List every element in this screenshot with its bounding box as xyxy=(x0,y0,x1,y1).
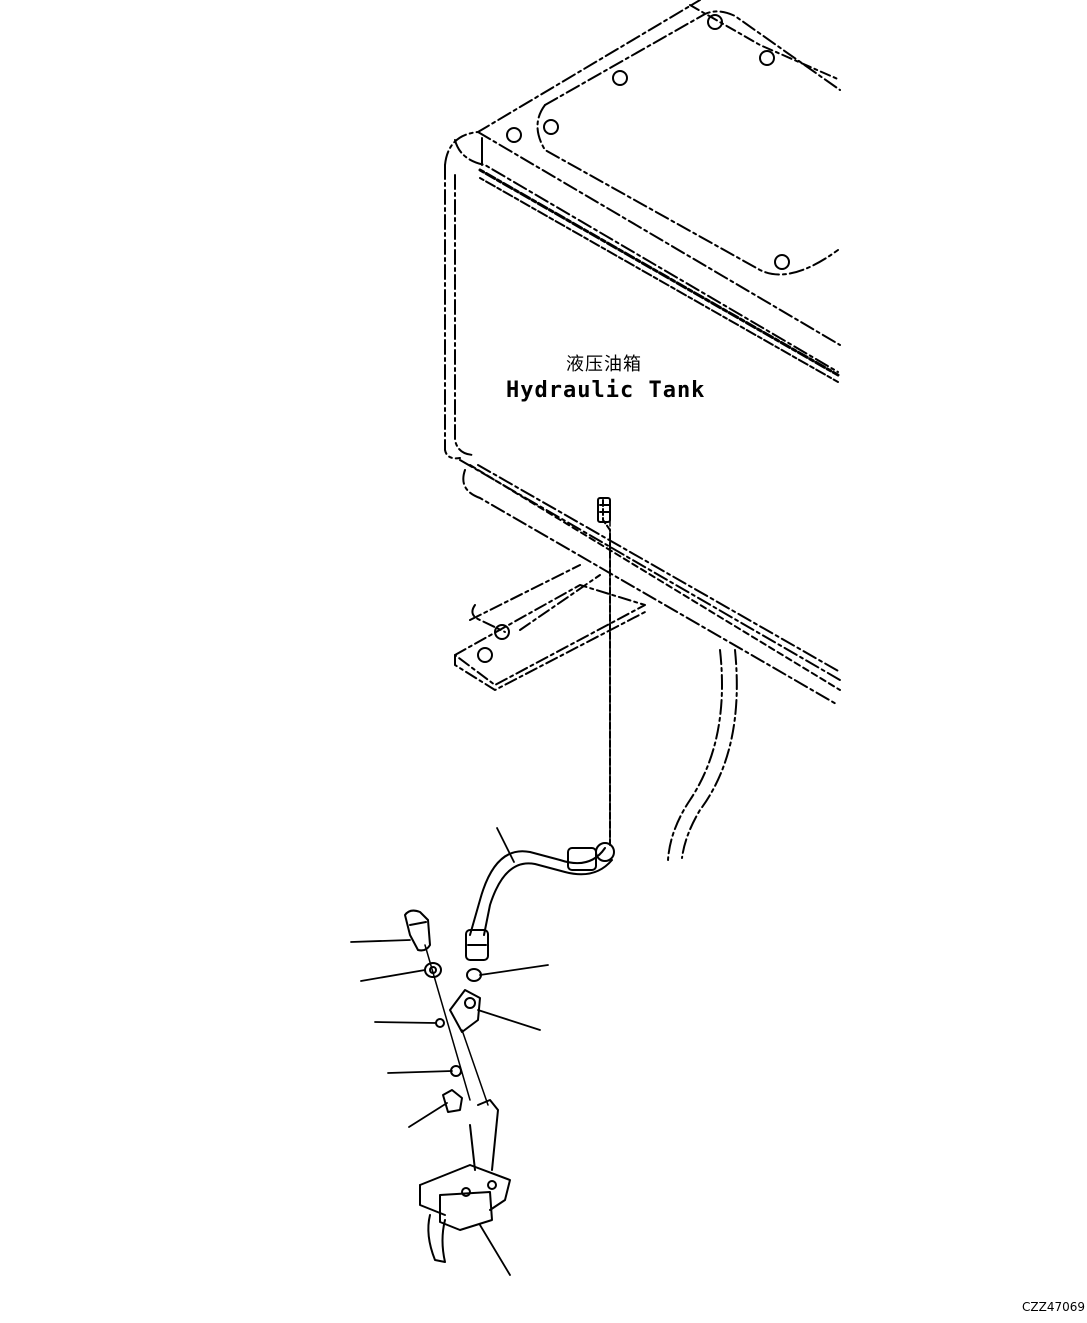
leader-lines xyxy=(350,827,549,1276)
tank-label-en: Hydraulic Tank xyxy=(506,378,706,403)
hydraulic-tank xyxy=(444,0,841,706)
hydraulic-tube xyxy=(597,497,611,846)
assembly-line xyxy=(424,944,471,1101)
drawing-code: CZZ47069 xyxy=(1022,1300,1085,1314)
return-hose xyxy=(667,649,738,861)
tank-mount-bracket xyxy=(454,564,646,691)
fitting-bolt xyxy=(404,909,431,952)
plug xyxy=(442,1089,463,1113)
assembly-line-2 xyxy=(461,1029,489,1106)
tank-label-cn: 液压油箱 xyxy=(566,354,642,375)
flexible-hose xyxy=(465,842,615,961)
washer-2 xyxy=(466,968,482,982)
valve-assembly xyxy=(419,1099,511,1263)
o-ring-1 xyxy=(435,1018,445,1028)
elbow-fitting xyxy=(449,989,481,1033)
